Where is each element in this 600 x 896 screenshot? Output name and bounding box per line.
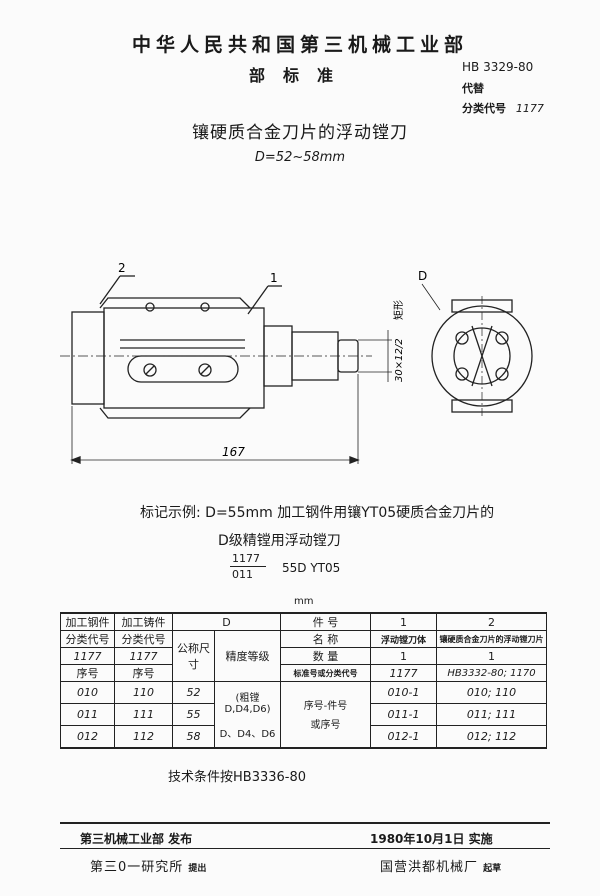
marking-code-top: 1177 [232, 552, 260, 565]
cutter-body [103, 307, 265, 409]
marking-code-rest: 55D YT05 [282, 561, 341, 575]
h-d: D [172, 612, 281, 631]
unit-label: mm [294, 596, 314, 607]
callout-1: 1 [270, 271, 278, 285]
h-seq-iron: 序号 [114, 664, 173, 682]
h-nominal: 公称尺寸 [172, 630, 215, 682]
table-row: 012 [60, 725, 115, 748]
footer-proposer-suffix: 提出 [188, 864, 207, 874]
precision-grades: D、D4、D6 [219, 728, 276, 740]
r-qty: 数 量 [280, 647, 371, 665]
replaces-label: 代替 [462, 82, 484, 95]
table-row: 111 [114, 703, 173, 726]
h-class-steel: 分类代号 [60, 630, 115, 648]
footer-publisher: 第三机械工业部 发布 [80, 832, 193, 846]
table-row: 012-1 [370, 725, 437, 748]
r-std-2: HB3332-80; 1170 [436, 664, 547, 682]
marking-code-bottom: 011 [232, 568, 253, 581]
table-row: 010 [60, 681, 115, 704]
h-class-val-iron: 1177 [114, 647, 173, 665]
cutter-end-cap [71, 311, 105, 405]
table-row: 110 [114, 681, 173, 704]
h-precision: 精度等级 [214, 630, 281, 682]
precision-note: (粗镗D,D4,D6) [224, 692, 271, 715]
marking-line-2: D级精镗用浮动镗刀 [218, 533, 341, 549]
class-code-line: 分类代号 1177 [462, 100, 544, 116]
r-name-2: 镶硬质合金刀片的浮动镗刀片 [436, 630, 547, 648]
document-range: D=52~58mm [254, 150, 346, 165]
seq-note-cell: 序号-件号 或序号 [280, 681, 371, 748]
table-row: 011; 111 [436, 703, 547, 726]
class-label: 分类代号 [462, 102, 506, 115]
footer-proposer-line: 第三0一研究所 提出 [90, 856, 206, 875]
dim-thread: 30×12/2 [394, 338, 405, 382]
callout-2: 2 [118, 261, 126, 275]
r-std: 标准号或分类代号 [280, 664, 371, 682]
callout-d: D [418, 269, 427, 283]
footer-rule-top [60, 822, 550, 824]
r-qty-2: 1 [436, 647, 547, 665]
r-qty-1: 1 [370, 647, 437, 665]
footer-proposer: 第三0一研究所 [90, 860, 184, 875]
h-item: 件 号 [280, 612, 371, 631]
seq-note-a: 序号-件号 [303, 701, 348, 713]
r-name-1: 浮动镗刀体 [370, 630, 437, 648]
footer-rule-mid [60, 848, 550, 849]
r-std-1: 1177 [370, 664, 437, 682]
table-row: 010-1 [370, 681, 437, 704]
table-row: 58 [172, 725, 215, 748]
table-row: 011-1 [370, 703, 437, 726]
h-col2: 2 [436, 612, 547, 631]
document-title: 镶硬质合金刀片的浮动镗刀 [192, 123, 408, 143]
standard-code: HB 3329-80 [462, 60, 534, 74]
h-col1: 1 [370, 612, 437, 631]
table-row: 112 [114, 725, 173, 748]
precision-cell: (粗镗D,D4,D6) D、D4、D6 [214, 681, 281, 748]
table-row: 010; 110 [436, 681, 547, 704]
footer-drafter: 国营洪都机械厂 [380, 860, 479, 875]
tech-note: 技术条件按HB3336-80 [168, 770, 307, 785]
h-steel: 加工钢件 [60, 612, 115, 631]
footer-date: 1980年10月1日 实施 [370, 832, 493, 846]
h-seq-steel: 序号 [60, 664, 115, 682]
end-view-outline [431, 305, 533, 407]
marking-line-1: 标记示例: D=55mm 加工钢件用镶YT05硬质合金刀片的 [140, 505, 495, 521]
standard-type: 部标准 [248, 66, 351, 85]
seq-note-b: 或序号 [310, 720, 341, 732]
h-class-iron: 分类代号 [114, 630, 173, 648]
ministry-title: 中华人民共和国第三机械工业部 [131, 34, 468, 56]
h-iron: 加工铸件 [114, 612, 173, 631]
table-row: 55 [172, 703, 215, 726]
dim-length: 167 [222, 445, 245, 459]
footer-drafter-line: 国营洪都机械厂 起草 [380, 856, 501, 875]
table-row: 52 [172, 681, 215, 704]
table-row: 011 [60, 703, 115, 726]
h-class-val-steel: 1177 [60, 647, 115, 665]
r-name: 名 称 [280, 630, 371, 648]
dim-rect: 矩形 [392, 300, 405, 320]
class-code: 1177 [515, 102, 544, 115]
marking-fraction-bar [230, 566, 266, 567]
boring-cutter-drawing: 2 1 D 167 30×12/2 矩形 [60, 261, 533, 464]
spec-table: 加工钢件 加工铸件 D 件 号 1 2 分类代号 分类代号 公称尺寸 精度等级 … [60, 612, 547, 749]
table-row: 012; 112 [436, 725, 547, 748]
footer-drafter-suffix: 起草 [483, 864, 502, 874]
